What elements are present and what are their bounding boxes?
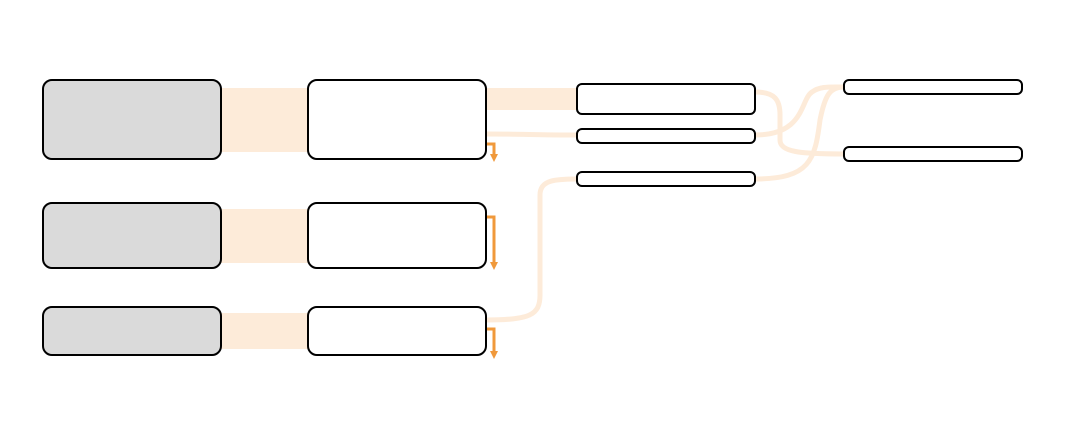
flow-link (754, 84, 845, 138)
loss-arrow (486, 215, 498, 270)
flow-link (485, 131, 578, 138)
source-node (42, 202, 222, 269)
nodes (42, 79, 1023, 356)
stage1-node (307, 306, 487, 356)
output-node (843, 146, 1023, 162)
source-node (42, 306, 222, 356)
loss-arrows (486, 142, 498, 359)
stage2-node (576, 128, 756, 144)
stage1-node (307, 79, 487, 160)
source-node (42, 79, 222, 160)
flow-link (754, 89, 845, 157)
stage2-node (576, 83, 756, 115)
flow-links (221, 84, 845, 349)
output-node (843, 79, 1023, 95)
stage1-node (307, 202, 487, 269)
flow-link (754, 84, 845, 182)
loss-arrow (486, 142, 498, 162)
loss-arrow (486, 327, 498, 359)
stage2-node (576, 171, 756, 187)
flow-link (485, 176, 578, 323)
